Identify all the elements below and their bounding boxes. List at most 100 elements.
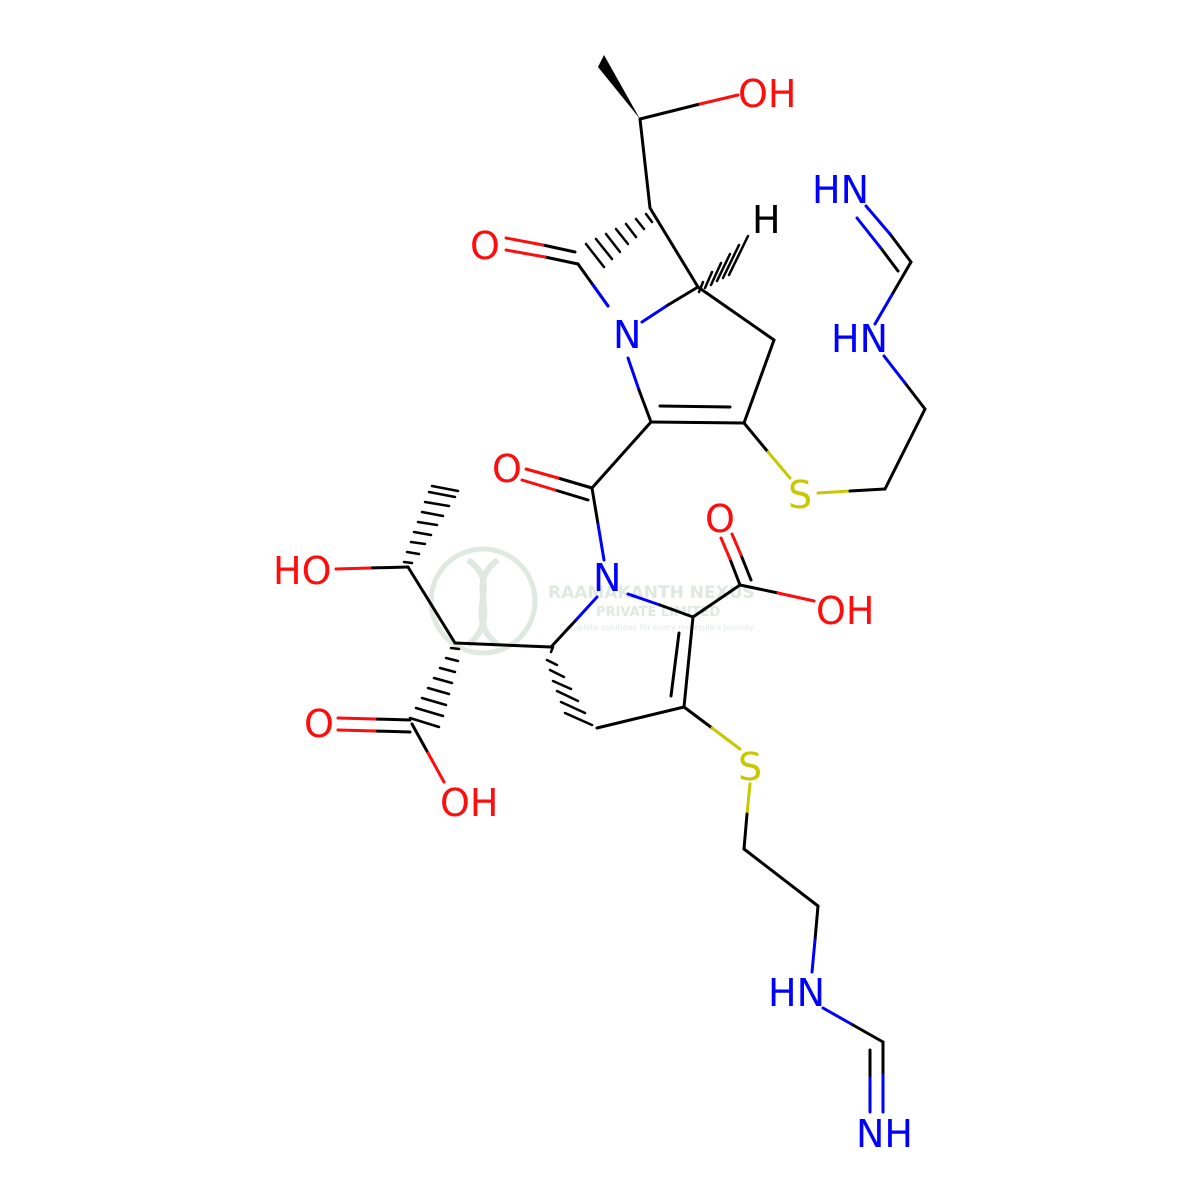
atom-o-lactam: O: [470, 224, 500, 268]
atom-oh-acid-left: OH: [440, 781, 498, 825]
atom-o-amide: O: [492, 447, 522, 491]
bond-nh-ch-blue: [873, 291, 895, 326]
bond-n-c-right-blue: [626, 592, 662, 607]
wedge-bond-methyl: [598, 55, 640, 119]
bond-camide-o-a-red: [524, 467, 560, 480]
atom-n-ring: N: [613, 313, 641, 357]
bond-nh-ch-bottom: [851, 1023, 885, 1044]
bond-camide-n-blue: [596, 522, 606, 562]
bond-c7-o-b: [541, 243, 577, 254]
bond-ch-nh-imine-b-blue: [855, 216, 882, 249]
bond-cooh-left-oh: [410, 722, 430, 755]
atom-oh-top: OH: [738, 72, 796, 116]
bond-c3-c2: [649, 420, 746, 425]
watermark-dna-icon: [466, 557, 500, 648]
bond-cooh-left-o-b-red: [336, 728, 377, 733]
atom-o-acid-right: O: [705, 497, 735, 541]
watermark-line3: Complete solutions for every molecule's …: [560, 623, 754, 632]
atom-nh-imine-bottom: NH: [856, 1112, 913, 1156]
bond-c3-c2-double: [658, 404, 732, 409]
bond-ch2-nh-blue: [882, 354, 907, 385]
bond-cooh-left-o-b: [373, 729, 412, 734]
bond-n-c-right: [658, 603, 695, 619]
bond-n-c5: [666, 285, 700, 307]
bond-cooh-o-b-red: [730, 532, 743, 557]
watermark: RAAMAKANTH NEXUS PRIVATE LIMITED Complet…: [428, 546, 755, 656]
atom-hn-amine-top: HN: [831, 317, 888, 361]
bond-calpha-n-blue: [574, 595, 599, 622]
bond-s-ch2: [848, 487, 887, 493]
bond-camide-n: [590, 486, 600, 526]
watermark-logo-circle: [428, 546, 538, 656]
bond-c-bottom-s-y: [710, 726, 742, 751]
bond-ch2-ch2: [883, 407, 927, 491]
bond-ch2-nh-bottom-blue: [810, 938, 817, 974]
bond-c5-c4: [696, 285, 776, 342]
bond-c7-n-blue: [591, 283, 610, 308]
atom-oh-acid-right: OH: [816, 589, 874, 633]
bond-c-right-c-bottom: [682, 615, 695, 709]
watermark-line1: RAAMAKANTH NEXUS: [548, 583, 755, 603]
hash-bond-h: [697, 234, 750, 294]
bond-c7-o-a-red: [504, 248, 547, 259]
bond-c-ring: [638, 117, 652, 210]
bond-n-c5-blue: [640, 303, 670, 324]
hash-bond-ring-ch2: [545, 645, 594, 727]
bond-c2-n: [637, 388, 653, 424]
bond-c-right-c-bottom-double: [669, 631, 681, 698]
atom-labels: OH H O N HN HN O S O OH HO N O OH S HN N…: [273, 72, 913, 1156]
atom-hn-amine-bottom: HN: [768, 971, 825, 1015]
bond-cside-choh: [406, 565, 457, 645]
bond-s-ch2-bottom-y: [745, 782, 752, 816]
bond-c-right-cooh: [691, 583, 742, 619]
atom-ho-left: HO: [273, 549, 331, 593]
bond-camide-o-a: [556, 476, 594, 490]
atom-s-top: S: [788, 473, 812, 517]
bond-cooh-o-a: [728, 557, 742, 587]
bond-cooh-left-oh-red: [426, 751, 446, 784]
bond-calpha-n: [549, 618, 578, 649]
bond-choh-oh: [368, 565, 410, 570]
bond-c7-o-a: [543, 255, 580, 266]
bond-c3-s: [742, 421, 770, 454]
bond-choh-oh-red: [334, 566, 372, 571]
bond-c7-o-b-red: [504, 236, 545, 247]
bond-cooh-left-o-a-red: [336, 716, 377, 721]
bond-ch2-nh-bottom: [813, 904, 820, 942]
bond-s-ch2-bottom: [742, 812, 749, 851]
bond-c2-camide: [590, 420, 653, 490]
atom-hn-imine-top: HN: [812, 168, 869, 212]
bond-calpha-cside: [453, 641, 553, 649]
bond-c-oh-top-red: [698, 93, 740, 106]
hash-bond-lactam: [584, 212, 654, 269]
bond-nh-ch-bottom-blue: [821, 1006, 855, 1027]
bond-c-bottom-ch2: [595, 705, 686, 730]
bond-ch-nh-imine-a-blue: [864, 204, 892, 236]
bond-ch-nh-imine-b: [878, 245, 900, 273]
bond-cooh-o-b: [739, 553, 753, 582]
bond-c6-c5: [648, 206, 700, 289]
bond-ch2-ch2-bottom: [742, 847, 820, 908]
bond-camide-o-b-red: [520, 478, 557, 492]
bond-cooh-oh-red: [776, 591, 816, 603]
bond-cooh-left-o-a: [373, 717, 412, 722]
bond-ch2-nh: [903, 381, 927, 411]
bonds: [334, 55, 927, 1114]
bond-c4-c3: [742, 338, 776, 425]
atom-n-pyrroline: N: [593, 556, 621, 600]
bond-c-oh-top: [638, 102, 702, 121]
bond-nh-ch: [891, 260, 913, 295]
atom-o-acid-left: O: [304, 702, 334, 746]
bond-c3-s-y: [766, 450, 792, 480]
hash-bond-methyl-left: [402, 484, 460, 565]
atom-h-bridge: H: [752, 198, 781, 242]
bond-ch-nh-imine-a: [888, 232, 913, 264]
atom-s-bottom: S: [738, 745, 762, 789]
bond-cooh-o-a-red: [719, 536, 732, 561]
hash-bond-cooh-left: [408, 646, 461, 729]
bond-cooh-oh: [738, 583, 780, 595]
bond-camide-o-b: [553, 488, 590, 502]
bond-c2-n-blue: [626, 356, 641, 392]
bond-c-bottom-s: [682, 705, 714, 730]
